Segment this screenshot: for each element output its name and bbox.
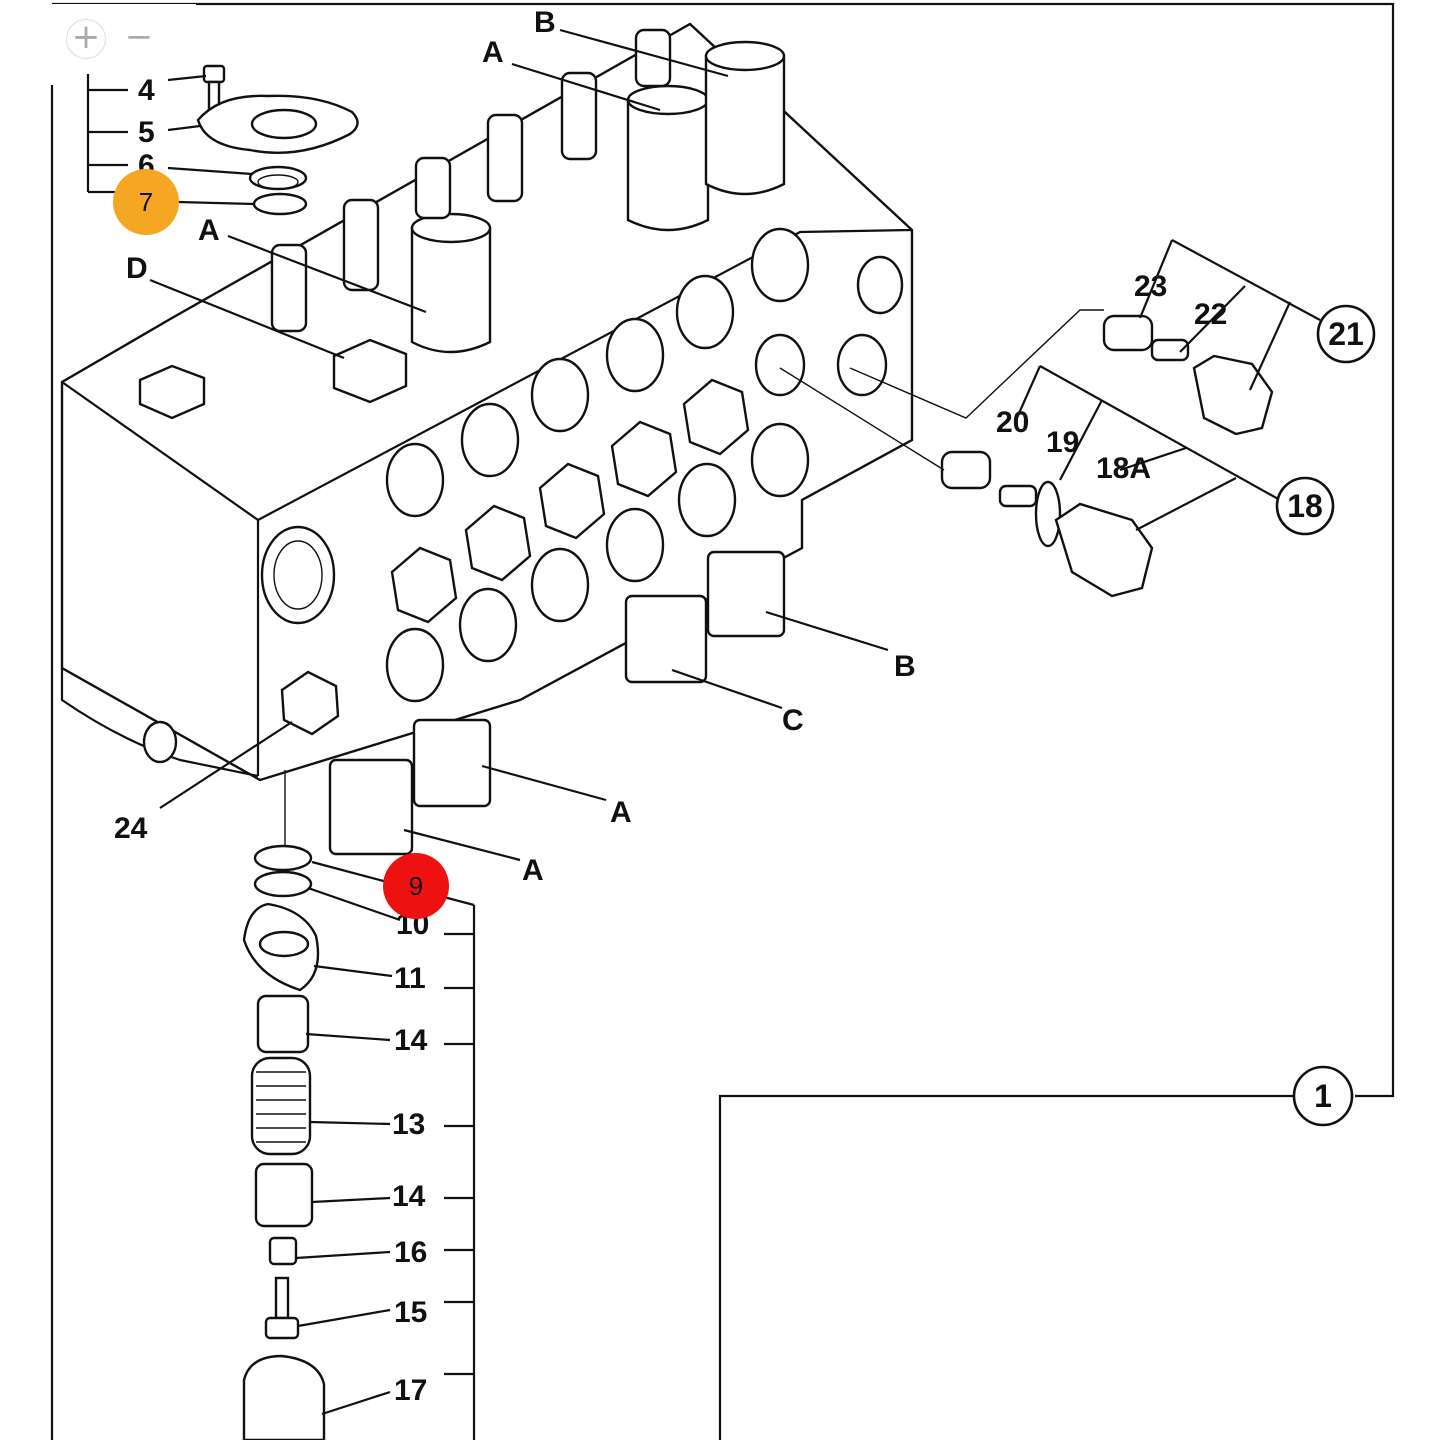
spool-caps	[270, 28, 786, 354]
callout-B-right: B	[894, 650, 916, 683]
callout-14-lower: 14	[392, 1180, 426, 1213]
callout-20: 20	[996, 406, 1029, 439]
callout-15: 15	[394, 1296, 427, 1329]
zoom-out-button[interactable]: −	[124, 17, 154, 57]
leader-lines	[149, 28, 1321, 1416]
relief-valve-parts	[779, 309, 1274, 598]
callout-21: 21	[1328, 316, 1364, 352]
bottom-spool-caps	[328, 550, 786, 856]
callout-18A: 18A	[1096, 452, 1151, 485]
callout-22: 22	[1194, 298, 1227, 331]
callout-23: 23	[1134, 270, 1167, 303]
callout-A-left: A	[198, 214, 220, 247]
callout-A-bottom: A	[522, 854, 544, 887]
callout-13: 13	[392, 1108, 425, 1141]
zoom-controls: + −	[52, 4, 196, 74]
callout-1: 1	[1314, 1078, 1332, 1114]
callout-B-top: B	[534, 6, 556, 39]
callout-C: C	[782, 704, 804, 737]
circled-callouts: 21 18 1	[1275, 304, 1376, 1127]
hotspot-7[interactable]: 7	[113, 169, 179, 235]
bracket-top-left	[86, 60, 128, 194]
hotspot-9-label: 9	[409, 871, 423, 901]
callout-A-mid: A	[610, 796, 632, 829]
hotspot-9[interactable]: 9	[383, 853, 449, 919]
callout-16: 16	[394, 1236, 427, 1269]
callout-17: 17	[394, 1374, 427, 1407]
frame-lines	[50, 2, 1395, 1440]
top-seal-parts	[167, 64, 359, 216]
hotspot-7-label: 7	[139, 187, 153, 217]
callout-19: 19	[1046, 426, 1079, 459]
callout-D: D	[126, 252, 148, 285]
bottom-stack-parts	[242, 770, 326, 1440]
zoom-in-button[interactable]: +	[66, 19, 106, 59]
callout-4: 4	[138, 74, 155, 107]
callout-A-top: A	[482, 36, 504, 69]
callout-11: 11	[394, 962, 426, 995]
callout-14-upper: 14	[394, 1024, 428, 1057]
callout-18: 18	[1287, 488, 1323, 524]
callout-5: 5	[138, 116, 155, 149]
callout-24: 24	[114, 812, 148, 845]
